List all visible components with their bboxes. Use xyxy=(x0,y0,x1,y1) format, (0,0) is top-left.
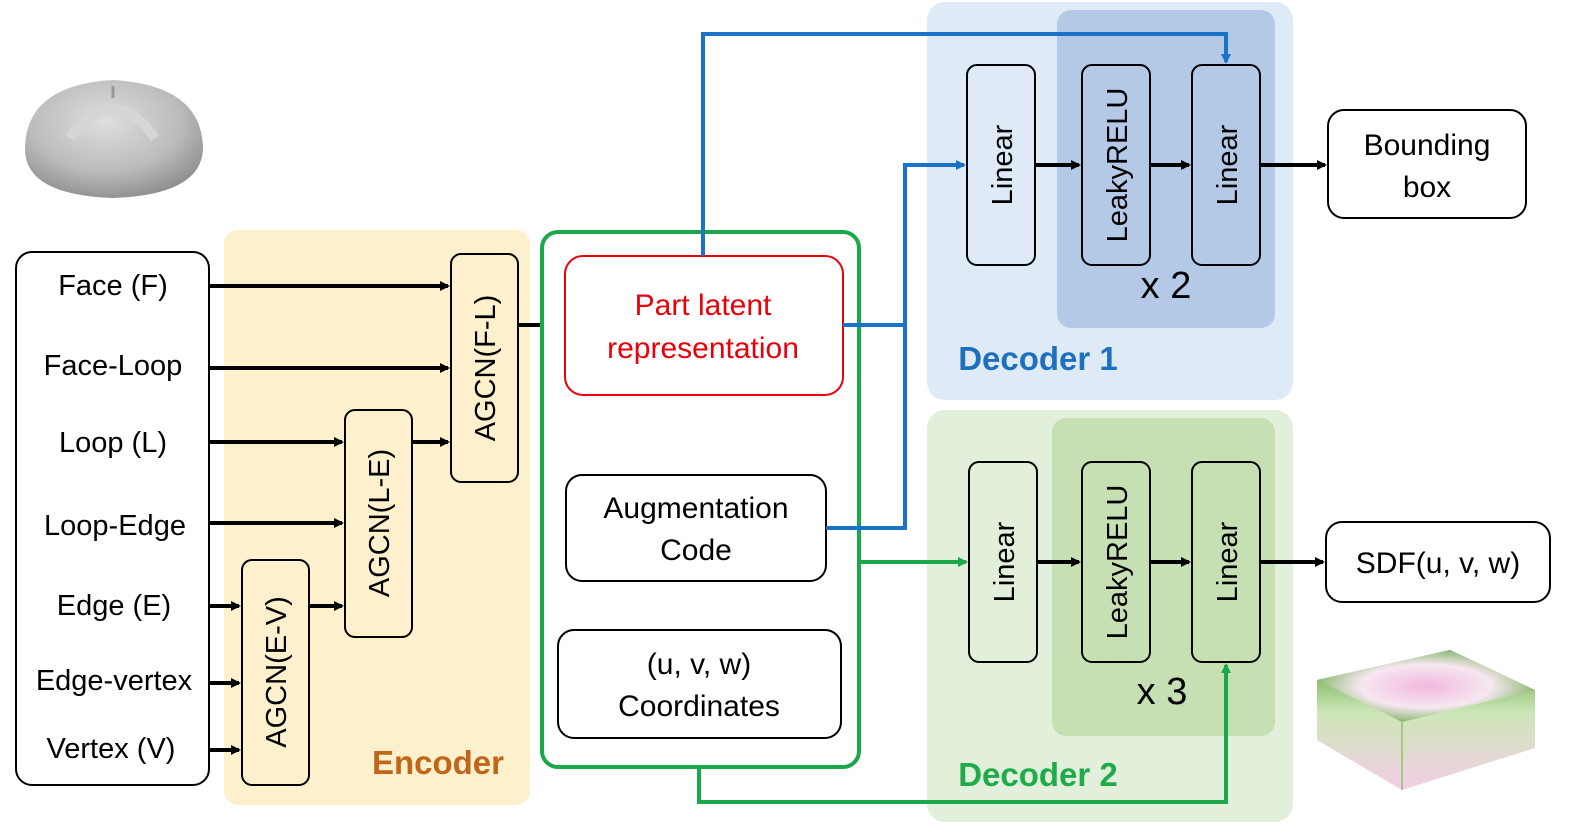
agcn-le-label: AGCN(L-E) xyxy=(364,449,396,597)
decoder2-label: Decoder 2 xyxy=(958,756,1118,793)
part-shape-thumbnail xyxy=(25,80,203,198)
decoder1-label: Decoder 1 xyxy=(958,340,1118,377)
agcn-fl-label: AGCN(F-L) xyxy=(470,295,502,442)
agcn-ev-block xyxy=(241,559,310,786)
coordinates-label-2: Coordinates xyxy=(618,690,780,723)
encoder-label: Encoder xyxy=(372,744,504,781)
augmentation-label-1: Augmentation xyxy=(603,492,788,525)
augmentation-to-decoder1-arrow xyxy=(826,325,907,530)
coordinates-box xyxy=(557,629,842,739)
agcn-le-block xyxy=(344,409,413,638)
sdf-volume-thumbnail xyxy=(1317,650,1535,790)
latent-to-decoder1-input-arrow xyxy=(843,160,966,327)
input-edge-vertex: Edge-vertex xyxy=(36,665,193,697)
decoder1-linear-in-label: Linear xyxy=(987,124,1019,205)
input-features-box xyxy=(15,251,210,786)
latent-to-decoder1-output-arrow xyxy=(701,32,1231,256)
input-edge: Edge (E) xyxy=(57,590,171,622)
coordinates-to-decoder2-output-arrow xyxy=(697,663,1231,804)
input-vertex: Vertex (V) xyxy=(47,733,176,765)
sdf-output xyxy=(1325,521,1551,603)
agcn-ev-label: AGCN(E-V) xyxy=(261,596,293,747)
part-latent-label-2: representation xyxy=(607,332,799,365)
part-latent-label-1: Part latent xyxy=(635,289,772,322)
input-face: Face (F) xyxy=(58,270,168,302)
agcn-fl-block xyxy=(450,253,519,483)
input-loop: Loop (L) xyxy=(59,427,167,459)
input-face-loop: Face-Loop xyxy=(44,350,183,382)
decoder2-linear-out-label: Linear xyxy=(1212,521,1244,602)
decoder1-leaky-relu-label: LeakyRELU xyxy=(1102,88,1134,243)
part-latent-box xyxy=(564,255,844,396)
decoder2-linear-in-label: Linear xyxy=(989,521,1021,602)
augmentation-label-2: Code xyxy=(660,534,732,567)
bounding-box-output xyxy=(1327,109,1527,219)
decoder2-leaky-relu-label: LeakyRELU xyxy=(1102,485,1134,640)
sdf-output-label: SDF(u, v, w) xyxy=(1356,547,1520,580)
decoder1-repeat-label: x 2 xyxy=(1141,265,1192,307)
coordinates-label-1: (u, v, w) xyxy=(647,648,751,681)
input-loop-edge: Loop-Edge xyxy=(44,510,186,542)
decoder2-repeat-label: x 3 xyxy=(1137,671,1188,713)
decoder1-linear-out-label: Linear xyxy=(1212,124,1244,205)
bounding-box-label-1: Bounding xyxy=(1364,129,1491,162)
bounding-box-label-2: box xyxy=(1403,171,1451,204)
